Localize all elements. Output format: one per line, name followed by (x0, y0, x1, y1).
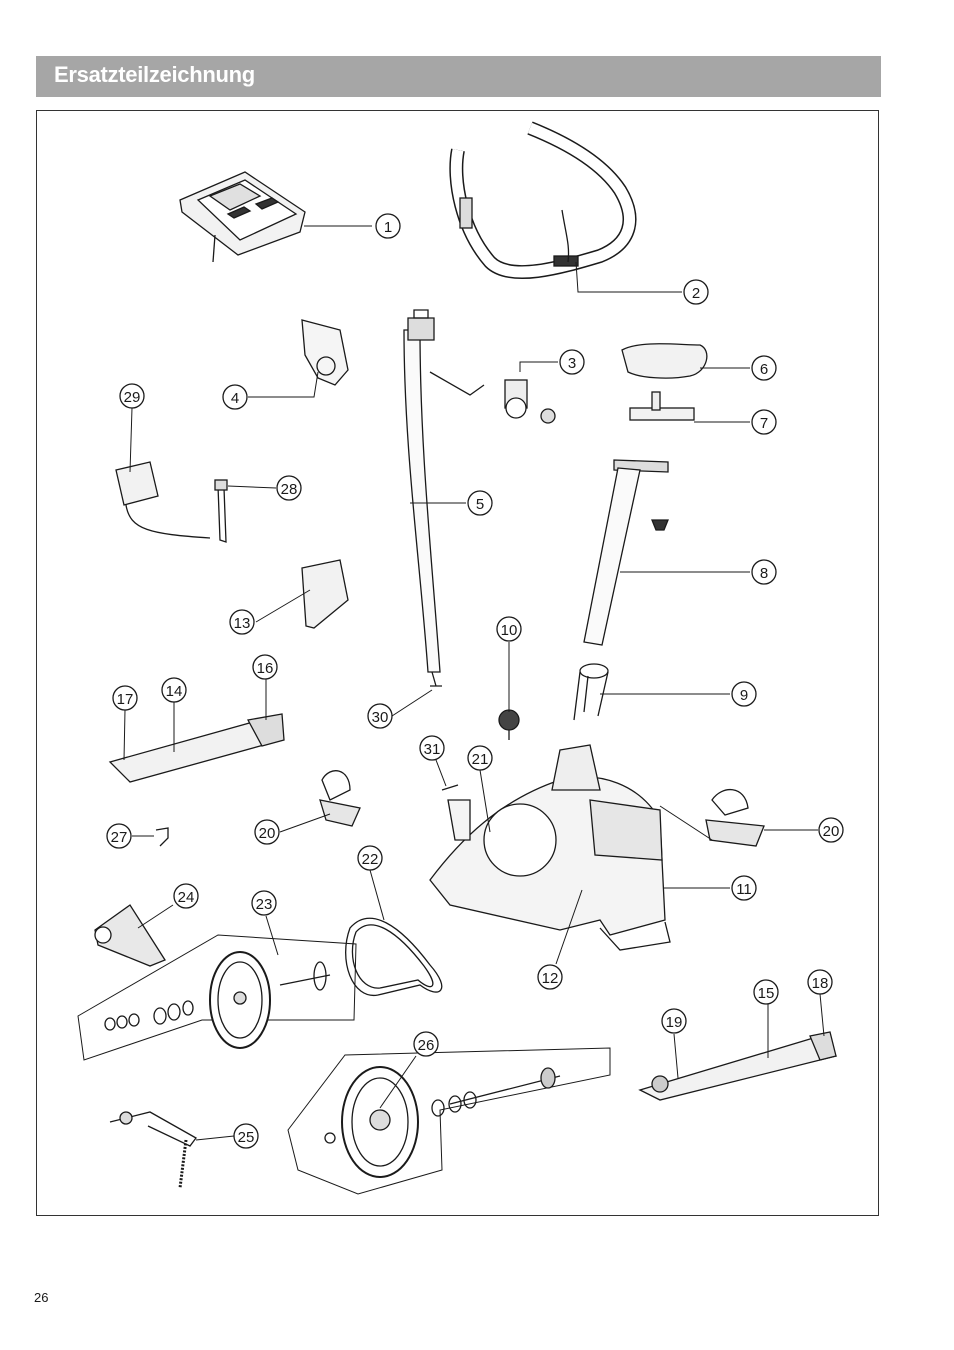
callout-21: 21 (467, 745, 493, 771)
callout-22: 22 (357, 845, 383, 871)
leader-lines (123, 225, 825, 1141)
callout-19: 19 (661, 1008, 687, 1034)
callout-20-left: 20 (254, 819, 280, 845)
callout-12: 12 (537, 964, 563, 990)
page-number: 26 (34, 1290, 49, 1305)
part-saddle (621, 343, 708, 379)
callout-29: 29 (119, 383, 145, 409)
callout-2-label: 2 (692, 285, 700, 302)
callout-20-left-label: 20 (259, 825, 276, 842)
part-pedal-left (319, 770, 361, 827)
part-tensioner (94, 904, 166, 967)
part-sensor (441, 784, 471, 841)
callout-10: 10 (496, 616, 522, 642)
part-adjustment-knob (498, 709, 520, 740)
part-key (155, 827, 169, 847)
callout-27: 27 (106, 823, 132, 849)
part-spring-arm (109, 1111, 197, 1189)
callout-31: 31 (419, 735, 445, 761)
part-clamp-bracket (429, 371, 556, 424)
part-column-bolt (430, 671, 442, 687)
callout-7: 7 (751, 409, 777, 435)
part-seat-post (583, 459, 669, 646)
callout-4-label: 4 (231, 390, 239, 407)
part-pulley-assembly (287, 1047, 611, 1195)
callout-17-label: 17 (117, 691, 134, 708)
callout-15: 15 (753, 979, 779, 1005)
callout-5: 5 (467, 490, 493, 516)
callout-27-label: 27 (111, 829, 128, 846)
part-handlebar (449, 121, 637, 279)
title-bar: Ersatzteilzeichnung (36, 56, 881, 97)
part-power-adapter (115, 461, 211, 539)
callout-10-label: 10 (501, 622, 518, 639)
page-title: Ersatzteilzeichnung (54, 62, 255, 87)
part-bottle-holder (301, 319, 349, 386)
callout-9: 9 (731, 681, 757, 707)
callout-4: 4 (222, 384, 248, 410)
part-frame-housing (429, 744, 671, 951)
callout-30-label: 30 (372, 709, 389, 726)
callout-8: 8 (751, 559, 777, 585)
part-side-cover (301, 559, 349, 629)
part-post-bushing (573, 663, 609, 721)
callout-17: 17 (112, 685, 138, 711)
callout-6-label: 6 (760, 361, 768, 378)
callout-14-label: 14 (166, 683, 183, 700)
callout-1-label: 1 (384, 219, 392, 236)
callout-3: 3 (559, 349, 585, 375)
callout-2: 2 (683, 279, 709, 305)
callout-26: 26 (413, 1031, 439, 1057)
part-cable (214, 479, 228, 543)
part-flywheel-assembly (77, 934, 357, 1061)
callout-22-label: 22 (362, 851, 379, 868)
callout-16: 16 (252, 654, 278, 680)
callout-24: 24 (173, 883, 199, 909)
callout-13: 13 (229, 609, 255, 635)
callout-5-label: 5 (476, 496, 484, 513)
part-saddle-slider (629, 391, 695, 421)
callout-25: 25 (233, 1123, 259, 1149)
callout-20-right-label: 20 (823, 823, 840, 840)
callout-18: 18 (807, 969, 833, 995)
callout-24-label: 24 (178, 889, 195, 906)
callout-8-label: 8 (760, 565, 768, 582)
part-console (179, 171, 306, 263)
callout-9-label: 9 (740, 687, 748, 704)
callout-20-right: 20 (818, 817, 844, 843)
callout-30: 30 (367, 703, 393, 729)
callout-25-label: 25 (238, 1129, 255, 1146)
callout-15-label: 15 (758, 985, 775, 1002)
callout-19-label: 19 (666, 1014, 683, 1031)
part-front-stabilizer (108, 713, 285, 783)
callout-26-label: 26 (418, 1037, 435, 1054)
callout-11-label: 11 (736, 881, 752, 898)
callout-31-label: 31 (424, 741, 441, 758)
callout-28: 28 (276, 475, 302, 501)
diagram-frame (36, 110, 879, 1216)
part-rear-stabilizer (638, 1031, 838, 1101)
callout-3-label: 3 (568, 355, 576, 372)
callout-11: 11 (731, 875, 757, 901)
callout-6: 6 (751, 355, 777, 381)
callout-16-label: 16 (257, 660, 274, 677)
callout-29-label: 29 (124, 389, 141, 406)
callout-7-label: 7 (760, 415, 768, 432)
part-main-column (403, 309, 441, 673)
part-pedal-right (705, 788, 765, 847)
callout-23-label: 23 (256, 896, 273, 913)
callout-14: 14 (161, 677, 187, 703)
callout-18-label: 18 (812, 975, 829, 992)
callout-23: 23 (251, 890, 277, 916)
callout-13-label: 13 (234, 615, 251, 632)
callout-12-label: 12 (542, 970, 559, 987)
callout-1: 1 (375, 213, 401, 239)
callout-21-label: 21 (472, 751, 489, 768)
callout-28-label: 28 (281, 481, 298, 498)
part-drive-belt (345, 917, 443, 996)
